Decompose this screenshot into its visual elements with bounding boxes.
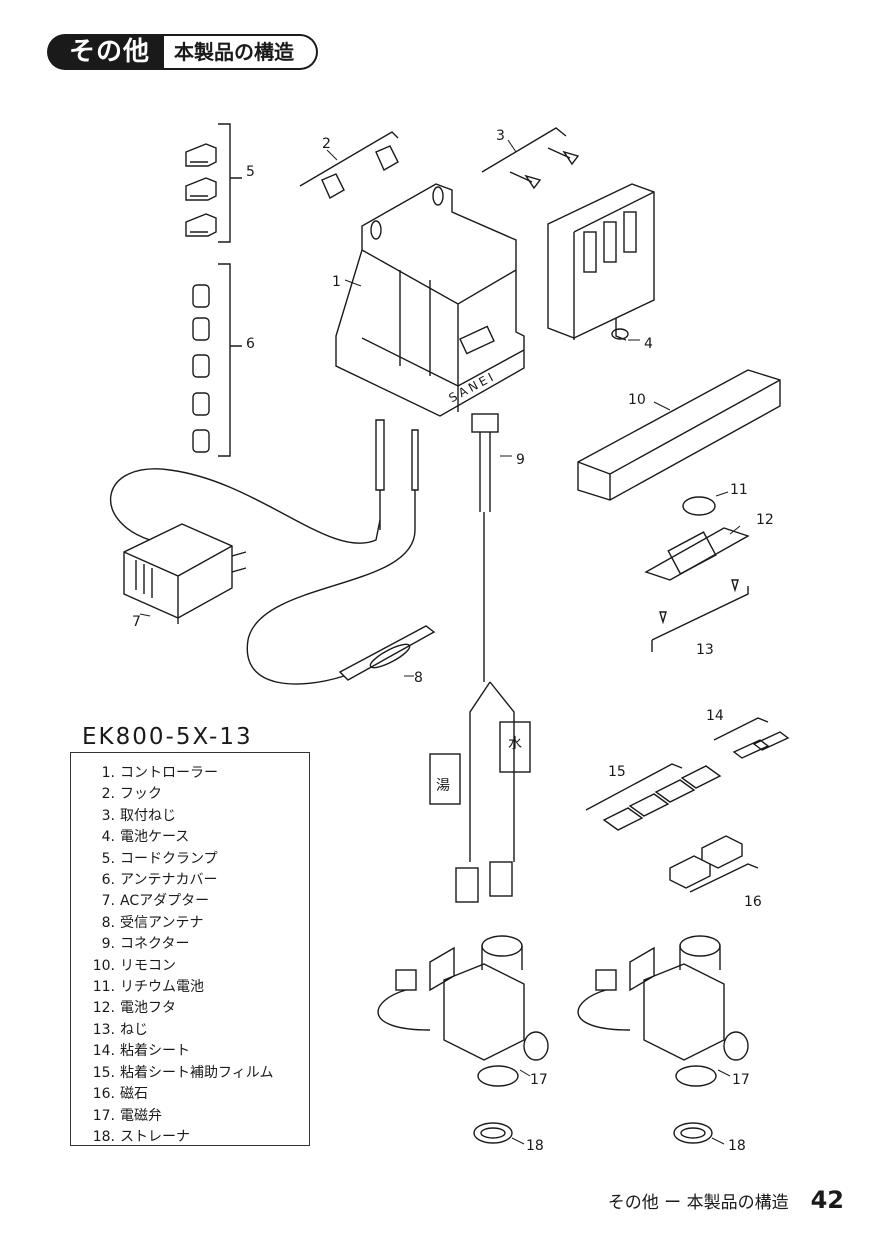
footer-title: その他 ー 本製品の構造 — [607, 1193, 789, 1213]
cord-clamp-drawing — [185, 123, 242, 243]
list-item: 9.コネクター — [101, 936, 190, 953]
list-item: 7.ACアダプター — [101, 893, 210, 910]
list-item: 2.フック — [101, 786, 162, 803]
list-item: 3.取付ねじ — [101, 807, 176, 824]
solenoid-valve-drawing — [377, 935, 749, 1087]
callout-15: 15 — [608, 764, 626, 780]
callout-5: 5 — [246, 164, 255, 180]
controller-drawing: SANEI — [335, 183, 525, 417]
list-item: 13.ねじ — [92, 1021, 148, 1038]
page-number: 42 — [810, 1186, 844, 1214]
callout-12: 12 — [756, 512, 774, 528]
receiver-antenna-drawing — [338, 625, 436, 681]
callout-4: 4 — [644, 336, 653, 352]
section-tag: その他 — [47, 34, 165, 70]
strainer-drawing — [473, 1122, 713, 1144]
callout-14: 14 — [706, 708, 724, 724]
list-item: 8.受信アンテナ — [101, 914, 204, 931]
callout-3: 3 — [496, 128, 505, 144]
callout-18b: 18 — [728, 1138, 746, 1154]
callout-17b: 17 — [732, 1072, 750, 1088]
callout-11: 11 — [730, 482, 748, 498]
adhesive-sheet-drawing — [585, 717, 790, 893]
callout-18a: 18 — [526, 1138, 544, 1154]
callout-labels: 1 2 3 4 5 6 7 8 9 10 11 12 13 14 15 16 1… — [132, 128, 774, 1154]
leader-lines — [139, 139, 741, 1145]
plug-cord-drawing — [246, 419, 419, 685]
page-title: 本製品の構造 — [164, 34, 319, 70]
callout-1: 1 — [332, 274, 341, 290]
list-item: 10.リモコン — [92, 957, 176, 974]
hook-drawing — [299, 131, 399, 199]
callout-13: 13 — [696, 642, 714, 658]
cold-label: 水 — [508, 736, 522, 752]
callout-9: 9 — [516, 452, 525, 468]
ac-adapter-drawing — [109, 468, 381, 624]
list-item: 1.コントローラー — [101, 765, 218, 781]
callout-16: 16 — [744, 894, 762, 910]
callout-8: 8 — [414, 670, 423, 686]
list-item: 18.ストレーナ — [92, 1128, 190, 1145]
list-item: 11.リチウム電池 — [92, 979, 204, 996]
list-item: 16.磁石 — [92, 1086, 148, 1103]
page-footer: その他 ー 本製品の構造 42 — [608, 1186, 844, 1214]
battery-coin-drawing — [682, 496, 716, 516]
small-screw-drawing — [651, 579, 749, 652]
list-item: 14.粘着シート — [92, 1043, 190, 1060]
callout-10: 10 — [628, 392, 646, 408]
callout-6: 6 — [246, 336, 255, 352]
list-item: 4.電池ケース — [101, 829, 190, 846]
remote-control-drawing — [577, 369, 781, 501]
hot-label: 湯 — [436, 777, 450, 794]
parts-list: 1.コントローラー 2.フック 3.取付ねじ 4.電池ケース 5.コードクランプ… — [70, 752, 310, 1146]
model-number: EK800-5X-13 — [82, 724, 253, 750]
callout-2: 2 — [322, 136, 331, 152]
callout-17a: 17 — [530, 1072, 548, 1088]
list-item: 6.アンテナカバー — [101, 872, 218, 889]
connector-harness-drawing: 湯 水 — [429, 413, 531, 903]
section-header: その他 本製品の構造 — [47, 34, 319, 70]
list-item: 5.コードクランプ — [101, 850, 218, 867]
battery-case-drawing — [547, 183, 655, 341]
list-item: 12.電池フタ — [92, 1000, 176, 1017]
screw-drawing — [481, 127, 580, 190]
callout-7: 7 — [132, 614, 141, 630]
list-item: 15.粘着シート補助フィルム — [92, 1064, 274, 1081]
battery-cover-drawing — [644, 527, 750, 581]
antenna-cover-drawing — [192, 263, 242, 457]
list-item: 17.電磁弁 — [92, 1107, 162, 1124]
